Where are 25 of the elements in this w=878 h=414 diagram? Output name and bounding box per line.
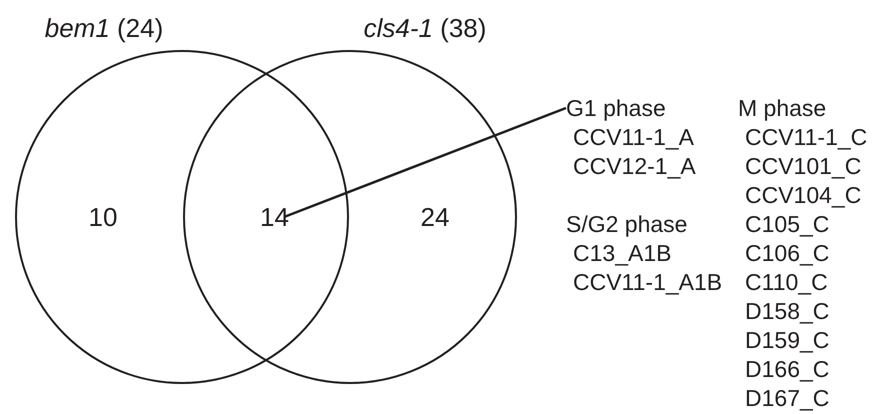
strain-label: C13_A1B <box>572 239 672 268</box>
count-label: 14 <box>260 202 289 232</box>
leader-line <box>284 106 566 218</box>
venn-circle <box>15 50 349 384</box>
strain-label: D167_C <box>744 384 830 413</box>
set-title: bem1 (24) <box>44 13 164 43</box>
phase-heading: M phase <box>738 94 828 123</box>
strain-label: D166_C <box>744 355 830 384</box>
strain-label: C110_C <box>744 268 829 297</box>
strain-label: CCV101_C <box>744 152 862 181</box>
count-label: 24 <box>420 202 450 232</box>
strain-label: CCV11-1_A1B <box>572 268 722 297</box>
strain-label: CCV11-1_C <box>744 123 868 152</box>
venn-circle <box>183 50 517 384</box>
strain-label: CCV104_C <box>744 181 862 210</box>
strain-label: D159_C <box>744 326 830 355</box>
strain-label: D158_C <box>744 297 830 326</box>
phase-heading: S/G2 phase <box>566 210 688 239</box>
phase-heading: G1 phase <box>566 94 667 123</box>
strain-label: CCV11-1_A <box>572 123 696 152</box>
strain-label: CCV12-1_A <box>572 152 696 181</box>
strain-label: C106_C <box>744 239 830 268</box>
set-title: cls4-1 (38) <box>364 13 486 43</box>
strain-label: C105_C <box>744 210 830 239</box>
count-label: 10 <box>88 202 118 232</box>
